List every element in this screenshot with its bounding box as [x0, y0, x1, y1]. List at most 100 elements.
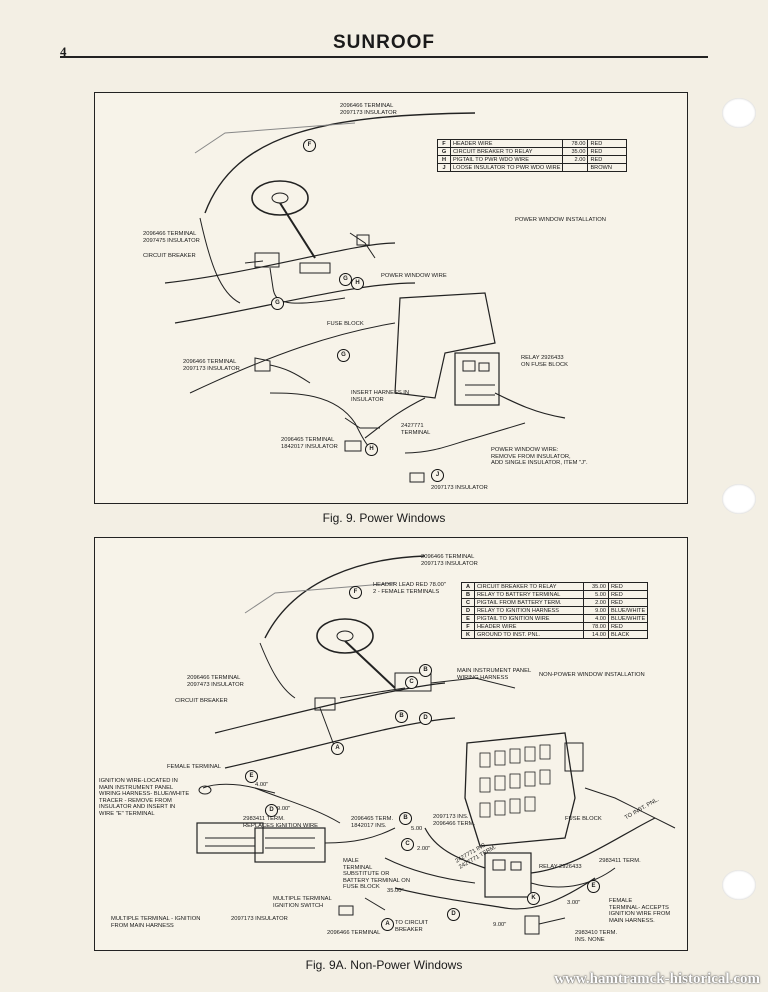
- fig9a-term-2983411b-label: 2983411 TERM.: [599, 858, 641, 864]
- fig9a-table-cell-key: F: [461, 622, 475, 631]
- fig9-callout-g3: G: [337, 349, 350, 362]
- fig9a-e-length: 4.00": [255, 782, 269, 788]
- fig9a-table-cell-desc: HEADER WIRE: [474, 622, 584, 631]
- fig9a-relay-label: RELAY 2926433: [539, 864, 582, 870]
- fig9a-table-cell-desc: PIGTAIL FROM BATTERY TERM.: [474, 598, 584, 607]
- fig9a-callout-c2: C: [401, 838, 414, 851]
- figure-9a-drawing: [196, 555, 676, 935]
- fig9a-term-2096465-label: 2096465 TERM. 1842017 INS.: [351, 816, 394, 829]
- fig9a-left-terminal-label: 2096466 TERMINAL 2097473 INSULATOR: [187, 675, 244, 688]
- fig9-power-window-wire-label: POWER WINDOW WIRE: [381, 273, 447, 279]
- binder-hole-bottom: [722, 870, 756, 900]
- fig9-table-cell-color: RED: [587, 147, 628, 156]
- fig9a-table-cell-desc: RELAY TO BATTERY TERMINAL: [474, 590, 584, 599]
- fig9-callout-g2: G: [271, 297, 284, 310]
- fig9a-table-cell-len: 35.00: [583, 582, 609, 591]
- fig9a-callout-c: C: [405, 676, 418, 689]
- fig9a-installation-title: NON-POWER WINDOW INSTALLATION: [539, 672, 645, 678]
- fig9a-male-terminal-label: MALE TERMINAL SUBSTITUTE OR BATTERY TERM…: [343, 858, 411, 890]
- fig9-callout-j: J: [431, 469, 444, 482]
- fig9a-header-lead-label: HEADER LEAD RED 78.00" 2 - FEMALE TERMIN…: [373, 582, 446, 595]
- fig9-left-terminal-label: 2096466 TERMINAL 2097475 INSULATOR: [143, 231, 200, 244]
- fig9-table-cell-len: 78.00: [562, 139, 589, 148]
- fig9a-terminal-2096466-label: 2096466 TERMINAL: [327, 930, 381, 936]
- fig9-table-cell-key: G: [437, 147, 451, 156]
- fig9a-multiple-ign-harness-label: MULTIPLE TERMINAL - IGNITION FROM MAIN H…: [111, 916, 201, 929]
- fig9-table-cell-key: H: [437, 155, 451, 164]
- fig9a-term-2983410-label: 2983410 TERM. INS. NONE: [575, 930, 618, 943]
- fig9a-35-length: 35.00": [387, 888, 404, 894]
- fig9a-9-length: 9.00": [493, 922, 507, 928]
- fig9a-callout-e: E: [245, 770, 258, 783]
- fig9a-table-cell-desc: PIGTAIL TO IGNITION WIRE: [474, 614, 584, 623]
- fig9a-table-cell-key: A: [461, 582, 475, 591]
- fig9-table-cell-desc: CIRCUIT BREAKER TO RELAY: [449, 147, 564, 156]
- fig9-table-cell-color: BROWN: [587, 163, 628, 172]
- fig9-low-left-terminal-label: 2096466 TERMINAL 2097173 INSULATOR: [183, 359, 240, 372]
- fig9a-insulator-2097173-label: 2097173 INSULATOR: [231, 916, 288, 922]
- fig9-top-terminal-label: 2096466 TERMINAL 2097173 INSULATOR: [340, 103, 397, 116]
- binder-hole-top: [722, 98, 756, 128]
- fig9-circuit-breaker-label: CIRCUIT BREAKER: [143, 253, 196, 259]
- fig9-table-cell-len: [562, 163, 589, 172]
- fig9a-b-length: 5.00: [411, 826, 423, 832]
- fig9a-callout-e2: E: [587, 880, 600, 893]
- fig9a-table-cell-color: RED: [607, 590, 649, 599]
- fig9-caption: Fig. 9. Power Windows: [322, 511, 446, 525]
- fig9a-table-cell-color: BLUE/WHITE: [607, 614, 649, 623]
- header-rule: [60, 56, 708, 58]
- fig9a-fuse-block-label: FUSE BLOCK: [565, 816, 602, 822]
- figure-9-drawing: [164, 112, 566, 483]
- fig9a-callout-a2: A: [381, 918, 394, 931]
- fig9-table-cell-len: 2.00: [562, 155, 589, 164]
- fig9a-to-circuit-breaker-label: TO CIRCUIT BREAKER: [395, 920, 429, 933]
- fig9a-table-cell-len: 2.00: [583, 598, 609, 607]
- fig9a-female-accepts-label: FEMALE TERMINAL- ACCEPTS IGNITION WIRE F…: [609, 898, 671, 924]
- fig9-table-cell-len: 35.00: [562, 147, 589, 156]
- fig9a-top-terminal-label: 2096466 TERMINAL 2097173 INSULATOR: [421, 554, 478, 567]
- fig9a-table-cell-len: 14.00: [583, 630, 609, 639]
- fig9a-callout-d3: D: [447, 908, 460, 921]
- fig9a-circuit-breaker-label: CIRCUIT BREAKER: [175, 698, 228, 704]
- fig9a-table-cell-len: 4.00: [583, 614, 609, 623]
- fig9a-callout-b: B: [419, 664, 432, 677]
- fig9a-table-cell-key: B: [461, 590, 475, 599]
- fig9a-table-cell-desc: GROUND TO INST. PNL.: [474, 630, 584, 639]
- fig9-callout-h2: H: [365, 443, 378, 456]
- fig9a-main-harness-label: MAIN INSTRUMENT PANEL WIRING HARNESS: [457, 668, 532, 681]
- fig9-terminal-2096465-label: 2096465 TERMINAL 1842017 INSULATOR: [281, 437, 338, 450]
- fig9-insert-harness-label: INSERT HARNESS IN INSULATOR: [351, 390, 410, 403]
- fig9a-callout-b2: B: [395, 710, 408, 723]
- fig9-fuse-block-label: FUSE BLOCK: [327, 321, 364, 327]
- fig9a-ignition-wire-note: IGNITION WIRE-LOCATED IN MAIN INSTRUMENT…: [99, 778, 190, 817]
- fig9a-callout-d2: D: [265, 804, 278, 817]
- fig9-installation-title: POWER WINDOW INSTALLATION: [515, 217, 606, 223]
- binder-hole-middle: [722, 484, 756, 514]
- fig9-table-cell-color: RED: [587, 155, 628, 164]
- fig9a-table-cell-color: BLACK: [607, 630, 649, 639]
- fig9a-callout-b3: B: [399, 812, 412, 825]
- fig9a-table-cell-key: E: [461, 614, 475, 623]
- fig9a-table-cell-key: K: [461, 630, 475, 639]
- fig9a-table-cell-desc: RELAY TO IGNITION HARNESS: [474, 606, 584, 615]
- fig9-table-cell-key: F: [437, 139, 451, 148]
- fig9a-table-cell-color: BLUE/WHITE: [607, 606, 649, 615]
- fig9a-table-cell-key: C: [461, 598, 475, 607]
- fig9-table-cell-desc: LOOSE INSULATOR TO PWR WDO WIRE: [449, 163, 564, 172]
- fig9-relay-label: RELAY 2926433 ON FUSE BLOCK: [521, 355, 569, 368]
- fig9a-c-length: 2.00": [417, 846, 431, 852]
- fig9-table-cell-key: J: [437, 163, 451, 172]
